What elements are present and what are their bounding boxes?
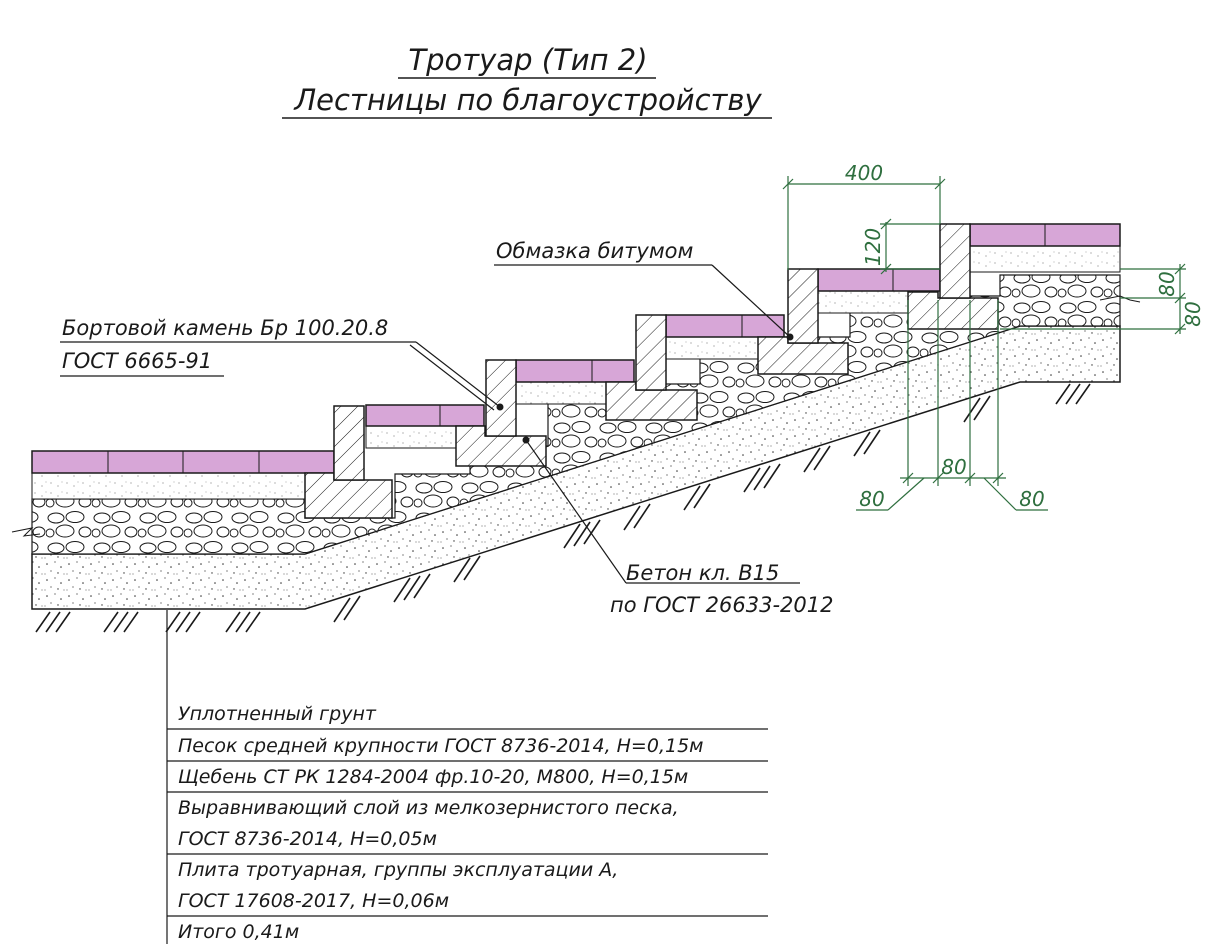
title-line-2: Лестницы по благоустройству bbox=[293, 83, 762, 117]
concrete-steps bbox=[304, 291, 999, 519]
callout-concrete-line-2: по ГОСТ 26633-2012 bbox=[610, 593, 833, 617]
dimension-layers: 80 80 bbox=[1000, 263, 1205, 335]
levelling-sand-layers bbox=[31, 245, 1121, 500]
legend-row-4: Выравнивающий слой из мелкозернистого пе… bbox=[178, 797, 679, 819]
dimension-riser: 120 bbox=[861, 218, 940, 275]
callout-curb-line-1: Бортовой камень Бр 100.20.8 bbox=[62, 316, 388, 340]
callout-concrete-line-1: Бетон кл. В15 bbox=[626, 561, 779, 585]
legend-total: Итого 0,41м bbox=[178, 921, 299, 943]
dimension-curbs: 80 80 80 bbox=[856, 300, 1048, 511]
callout-concrete: Бетон кл. В15 по ГОСТ 26633-2012 bbox=[522, 436, 833, 617]
legend-row-6: Плита тротуарная, группы эксплуатации А, bbox=[178, 859, 618, 881]
ground-hatching bbox=[35, 383, 1091, 633]
callout-bitumen: Обмазка битумом bbox=[494, 239, 794, 341]
dimension-curb-right-value: 80 bbox=[1019, 487, 1044, 511]
curb-stones bbox=[333, 223, 971, 481]
callout-curb-line-2: ГОСТ 6665-91 bbox=[62, 349, 212, 373]
title-line-1: Тротуар (Тип 2) bbox=[408, 43, 647, 77]
paving-slabs bbox=[31, 223, 1121, 474]
legend-row-7: ГОСТ 17608-2017, Н=0,06м bbox=[178, 890, 449, 912]
layer-legend: Уплотненный грунт Песок средней крупност… bbox=[166, 610, 768, 944]
dimension-tread: 400 bbox=[782, 161, 946, 270]
dimension-tread-value: 400 bbox=[845, 161, 883, 185]
legend-row-1: Уплотненный грунт bbox=[178, 703, 377, 725]
legend-row-5: ГОСТ 8736-2014, Н=0,05м bbox=[178, 828, 437, 850]
dimension-curb-mid-value: 80 bbox=[941, 455, 966, 479]
dimension-curb-left-value: 80 bbox=[859, 487, 884, 511]
dimension-layer-b-value: 80 bbox=[1181, 301, 1205, 326]
legend-row-3: Щебень СТ РК 1284-2004 фр.10-20, М800, Н… bbox=[178, 766, 688, 788]
dimension-riser-value: 120 bbox=[861, 228, 885, 266]
callout-bitumen-text: Обмазка битумом bbox=[496, 239, 694, 263]
dimension-layer-a-value: 80 bbox=[1155, 271, 1179, 296]
callout-curb: Бортовой камень Бр 100.20.8 ГОСТ 6665-91 bbox=[60, 316, 504, 411]
legend-row-2: Песок средней крупности ГОСТ 8736-2014, … bbox=[178, 735, 704, 757]
